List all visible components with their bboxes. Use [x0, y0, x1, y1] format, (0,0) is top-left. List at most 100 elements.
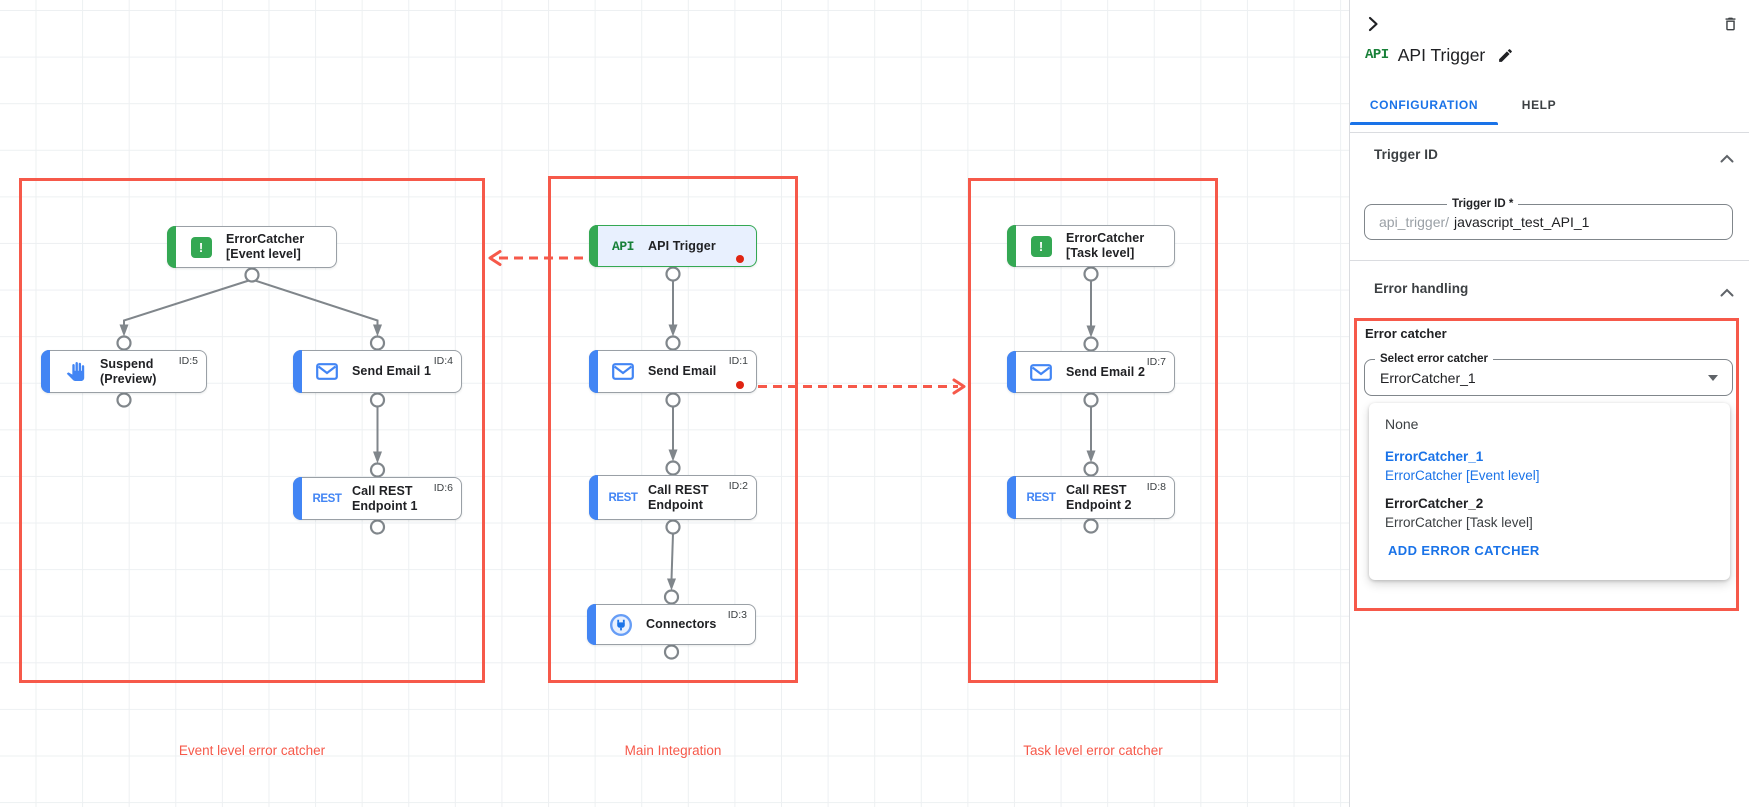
- add-error-catcher-button[interactable]: ADD ERROR CATCHER: [1388, 543, 1540, 558]
- section-header-error-handling[interactable]: Error handling: [1374, 281, 1469, 296]
- collapse-panel-button[interactable]: [1361, 12, 1385, 36]
- error-catcher-select-value: ErrorCatcher_1: [1380, 369, 1476, 386]
- panel-title: API Trigger: [1397, 44, 1486, 65]
- divider: [1350, 132, 1749, 133]
- connection-port[interactable]: [665, 266, 681, 282]
- workflow-canvas[interactable]: ! ErrorCatcher[Event level] Suspend(Previe…: [0, 0, 1349, 807]
- node-label: Send Email 2: [1066, 364, 1146, 379]
- node-accent-bar: [293, 477, 302, 520]
- node-label: Send Email 1: [352, 364, 432, 378]
- errorcatcher-icon: !: [190, 236, 212, 258]
- chevron-up-icon: [1720, 288, 1734, 297]
- connection-port[interactable]: [369, 392, 386, 408]
- trigger-id-field-label: Trigger ID *: [1447, 198, 1519, 211]
- active-tab-indicator: [1350, 122, 1498, 125]
- connection-port[interactable]: [1083, 266, 1099, 282]
- connection-port[interactable]: [116, 392, 132, 408]
- email-icon: [612, 363, 634, 380]
- delete-trigger-button[interactable]: [1718, 12, 1742, 36]
- annotation-box: [968, 178, 1218, 683]
- connection-port[interactable]: [663, 589, 680, 605]
- connection-port[interactable]: [244, 267, 260, 283]
- annotation-label: Main Integration: [624, 743, 722, 758]
- config-panel: API API Trigger CONFIGURATION HELP Trigg…: [1349, 0, 1749, 807]
- connection-port[interactable]: [665, 392, 681, 408]
- node-ec-task[interactable]: !ErrorCatcher[Task level]: [1007, 225, 1175, 267]
- tab-configuration[interactable]: CONFIGURATION: [1369, 98, 1479, 112]
- connection-port[interactable]: [1083, 392, 1099, 408]
- trigger-id-value: javascript_test_API_1: [1454, 214, 1590, 230]
- connection-port[interactable]: [1083, 518, 1099, 534]
- annotation-label: Event level error catcher: [178, 743, 326, 758]
- error-catcher-group-label: Error catcher: [1365, 326, 1447, 341]
- chevron-right-icon: [1368, 16, 1378, 32]
- trigger-id-field[interactable]: Trigger ID * api_trigger/javascript_test…: [1364, 198, 1733, 240]
- node-label: ErrorCatcher[Event level]: [226, 232, 305, 261]
- node-accent-bar: [1007, 351, 1016, 393]
- panel-tabs: CONFIGURATION HELP: [1350, 85, 1749, 125]
- email-icon: [1030, 363, 1052, 381]
- error-indicator-dot: [736, 255, 744, 263]
- dropdown-arrow-icon: [1708, 374, 1718, 381]
- node-accent-bar: [167, 226, 176, 268]
- node-accent-bar: [1007, 225, 1016, 267]
- tab-help[interactable]: HELP: [1521, 98, 1557, 112]
- rest-icon: REST: [608, 491, 638, 504]
- api-trigger-icon: API: [1365, 47, 1389, 63]
- node-id-badge: ID:2: [728, 480, 748, 492]
- api-icon: API: [612, 238, 634, 254]
- collapse-section-trigger-id[interactable]: [1720, 150, 1734, 168]
- error-catcher-highlight-box: [1354, 318, 1739, 611]
- dropdown-option-none[interactable]: None: [1385, 416, 1419, 432]
- flow-connections: [116, 250, 1099, 660]
- connection-port[interactable]: [663, 644, 680, 660]
- divider: [1350, 260, 1749, 261]
- node-accent-bar: [589, 475, 598, 520]
- node-accent-bar: [293, 350, 302, 393]
- chevron-up-icon: [1720, 154, 1734, 163]
- node-label: API Trigger: [648, 238, 716, 253]
- dropdown-option-errorcatcher-1[interactable]: ErrorCatcher_1 ErrorCatcher [Event level…: [1385, 449, 1540, 483]
- node-label: Suspend(Preview): [100, 356, 157, 386]
- pencil-icon: [1498, 48, 1512, 62]
- connection-port[interactable]: [1083, 336, 1099, 352]
- node-id-badge: ID:8: [1146, 481, 1166, 493]
- edit-title-button[interactable]: [1494, 44, 1516, 66]
- connection-port[interactable]: [665, 519, 681, 535]
- node-accent-bar: [1007, 476, 1016, 519]
- connection-port[interactable]: [369, 519, 386, 535]
- error-catcher-dropdown: None ErrorCatcher_1 ErrorCatcher [Event …: [1369, 403, 1730, 580]
- connection-port[interactable]: [665, 460, 681, 476]
- annotation-box: [548, 176, 798, 683]
- connection-port[interactable]: [369, 462, 386, 478]
- section-header-trigger-id[interactable]: Trigger ID: [1374, 147, 1439, 162]
- trigger-id-prefix: api_trigger/: [1379, 214, 1450, 230]
- trigger-id-input[interactable]: api_trigger/javascript_test_API_1: [1365, 214, 1589, 230]
- connection-port[interactable]: [369, 335, 386, 351]
- dropdown-option-errorcatcher-2[interactable]: ErrorCatcher_2 ErrorCatcher [Task level]: [1385, 496, 1533, 530]
- node-label: Connectors: [646, 617, 717, 631]
- node-accent-bar: [41, 350, 50, 393]
- connection-port[interactable]: [1083, 461, 1099, 477]
- node-id-badge: ID:4: [433, 355, 453, 367]
- error-catcher-select[interactable]: Select error catcher ErrorCatcher_1: [1364, 353, 1733, 396]
- collapse-section-error-handling[interactable]: [1720, 284, 1734, 302]
- rest-icon: REST: [312, 492, 342, 505]
- node-ec-event[interactable]: ! ErrorCatcher[Event level]: [167, 226, 337, 268]
- node-suspend[interactable]: Suspend(Preview)ID:5: [41, 350, 207, 393]
- connection-port[interactable]: [116, 335, 132, 351]
- node-api-trigger[interactable]: API API Trigger: [589, 225, 757, 267]
- connection-port[interactable]: [665, 335, 681, 351]
- annotation-label: Task level error catcher: [1023, 743, 1163, 758]
- rest-icon: REST: [1026, 491, 1056, 504]
